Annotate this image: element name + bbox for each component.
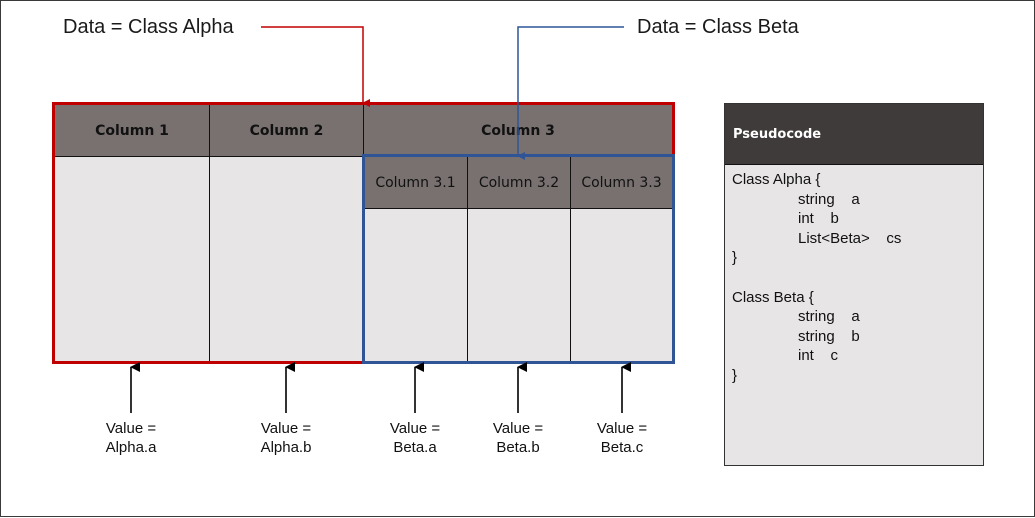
value-label-line2: Alpha.b — [260, 439, 312, 456]
pseudocode-line: Class Alpha { — [732, 171, 821, 188]
pseudocode-line: string a — [798, 308, 860, 326]
pseudocode-line: int c — [798, 347, 839, 365]
subheader-column-3-1: Column 3.1 — [363, 156, 468, 209]
value-label-line1: Value = — [260, 420, 312, 437]
value-label-beta-b: Value = Beta.b — [473, 419, 563, 457]
subheader-column-3-2: Column 3.2 — [467, 156, 571, 209]
value-label-line2: Beta.b — [496, 439, 540, 456]
value-label-alpha-a: Value = Alpha.a — [86, 419, 176, 457]
pseudocode-title: Pseudocode — [725, 104, 983, 165]
value-label-line1: Value = — [492, 420, 544, 437]
pseudocode-line: string a — [798, 190, 860, 208]
alpha-title: Data = Class Alpha — [63, 16, 234, 38]
value-label-beta-a: Value = Beta.a — [370, 419, 460, 457]
value-label-line1: Value = — [389, 420, 441, 437]
value-label-line1: Value = — [596, 420, 648, 437]
pseudocode-line: string b — [798, 327, 860, 345]
pseudocode-line: List<Beta> cs — [798, 229, 902, 247]
alpha-connector-arrow — [261, 26, 370, 107]
cell-column-2 — [209, 156, 364, 362]
value-label-alpha-b: Value = Alpha.b — [241, 419, 331, 457]
beta-title: Data = Class Beta — [637, 16, 799, 38]
value-label-line2: Beta.c — [600, 439, 644, 456]
value-label-line2: Beta.a — [393, 439, 437, 456]
value-label-line1: Value = — [105, 420, 157, 437]
header-column-1: Column 1 — [54, 104, 210, 157]
cell-column-1 — [54, 156, 210, 362]
beta-connector-arrow — [517, 26, 624, 160]
pseudocode-line: Class Beta { — [732, 288, 814, 306]
value-label-beta-c: Value = Beta.c — [577, 419, 667, 457]
pseudocode-line: int b — [798, 210, 839, 228]
pseudocode-line: } — [732, 249, 738, 267]
pseudocode-line: } — [732, 367, 738, 384]
subheader-column-3-3: Column 3.3 — [570, 156, 673, 209]
value-label-line2: Alpha.a — [105, 439, 157, 456]
